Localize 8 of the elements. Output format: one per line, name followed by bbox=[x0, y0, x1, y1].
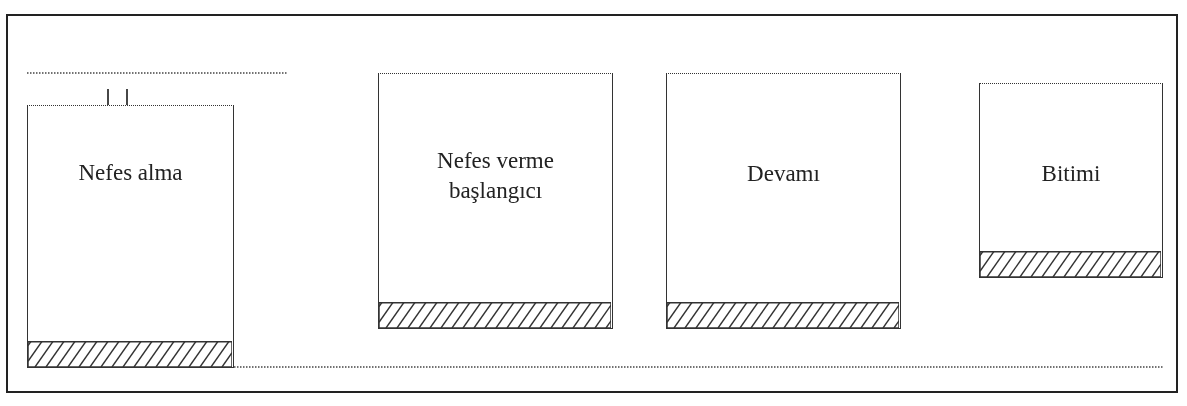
box-label: Nefes alma bbox=[77, 159, 184, 187]
box-label: Bitimi bbox=[1040, 160, 1102, 188]
container-box bbox=[378, 73, 613, 329]
container-box bbox=[27, 105, 234, 368]
container-box bbox=[979, 83, 1163, 278]
box-label: Nefes verme başlangıcı bbox=[436, 147, 555, 205]
box-label: Devamı bbox=[746, 160, 821, 188]
container-box bbox=[666, 73, 901, 329]
